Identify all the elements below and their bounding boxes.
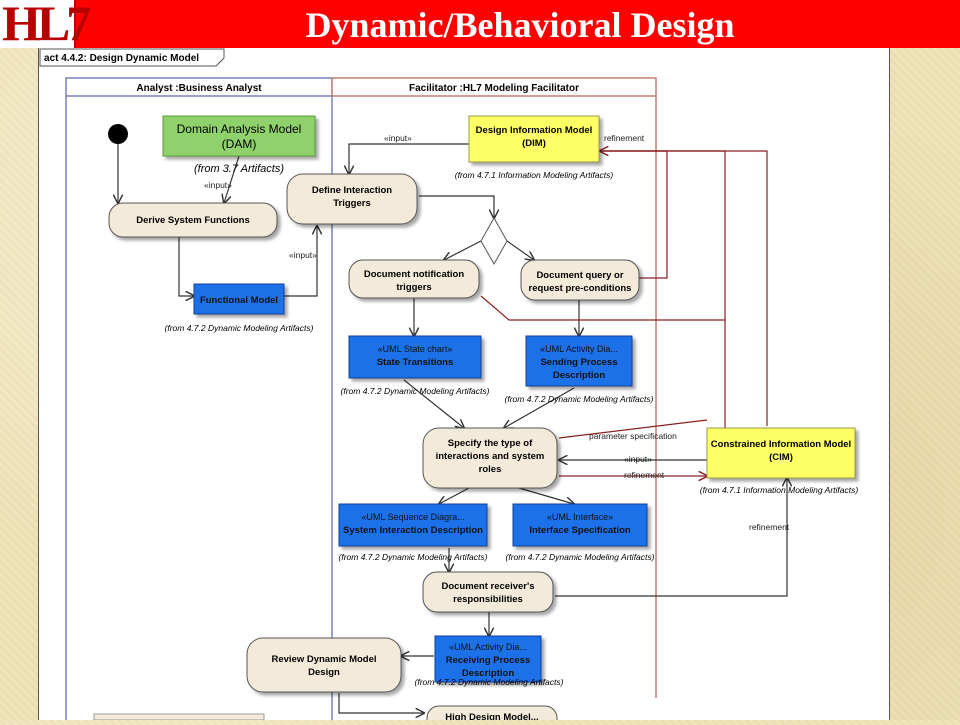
label-input-dam: «input» <box>204 180 232 190</box>
label-refinement-dim: refinement <box>604 133 645 143</box>
lane-analyst-label: Analyst :Business Analyst <box>136 83 262 94</box>
dim-label-1: Design Information Model <box>476 125 593 136</box>
iface-label-2: Interface Specification <box>529 525 631 536</box>
bottom-cut-label: High Design Model... <box>445 712 538 720</box>
iface-note: (from 4.7.2 Dynamic Modeling Artifacts) <box>506 552 655 562</box>
receiving-note: (from 4.7.2 Dynamic Modeling Artifacts) <box>415 677 564 687</box>
define-label-1: Define Interaction <box>312 185 392 196</box>
state-label-1: «UML State chart» <box>378 344 453 354</box>
connectors <box>118 143 787 713</box>
connector-labels: «input» «input» «input» refinement param… <box>204 133 790 532</box>
label-refinement-receiver: refinement <box>749 522 790 532</box>
sending-label-1: «UML Activity Dia... <box>540 344 618 354</box>
node-document-receiver-responsibilities[interactable]: Document receiver's responsibilities <box>422 571 554 613</box>
dam-title: Domain Analysis Model <box>177 122 302 136</box>
define-label-2: Triggers <box>333 198 371 209</box>
state-label-2: State Transitions <box>377 357 454 368</box>
dam-subtitle: (DAM) <box>222 137 257 151</box>
activity-diagram: act 4.4.2: Design Dynamic Model Analyst … <box>39 48 859 725</box>
node-sending-process-description[interactable]: «UML Activity Dia... Sending Process Des… <box>525 335 633 387</box>
node-interface-specification[interactable]: «UML Interface» Interface Specification <box>512 503 648 547</box>
notif-label-2: triggers <box>396 282 431 293</box>
receiver-label-2: responsibilities <box>453 594 523 605</box>
node-bottom-cut[interactable]: High Design Model... <box>426 705 558 725</box>
node-cim[interactable]: Constrained Information Model (CIM) <box>706 427 856 479</box>
bottom-cut-bar <box>93 713 265 721</box>
slide-title: Dynamic/Behavioral Design <box>305 5 735 45</box>
node-review-dynamic-model-design[interactable]: Review Dynamic Model Design <box>246 637 402 693</box>
sending-label-3: Description <box>553 370 605 381</box>
initial-node <box>108 124 128 144</box>
node-dim[interactable]: Design Information Model (DIM) <box>468 115 600 163</box>
frame-label-tab: act 4.4.2: Design Dynamic Model <box>39 48 225 67</box>
lane-facilitator: Facilitator :HL7 Modeling Facilitator <box>331 77 657 698</box>
query-label-2: request pre-conditions <box>529 283 632 294</box>
lane-facilitator-label: Facilitator :HL7 Modeling Facilitator <box>409 83 579 94</box>
specify-label-3: roles <box>479 464 502 475</box>
frame-label: act 4.4.2: Design Dynamic Model <box>44 53 199 64</box>
dim-label-2: (DIM) <box>522 138 546 149</box>
review-label-2: Design <box>308 667 340 678</box>
specify-label-2: interactions and system <box>436 451 545 462</box>
node-specify-interactions[interactable]: Specify the type of interactions and sys… <box>422 427 558 489</box>
label-input-dim: «input» <box>384 133 412 143</box>
seq-note: (from 4.7.2 Dynamic Modeling Artifacts) <box>339 552 488 562</box>
iface-label-1: «UML Interface» <box>547 512 613 522</box>
functional-model-note: (from 4.7.2 Dynamic Modeling Artifacts) <box>165 323 314 333</box>
label-parameter-spec: parameter specification <box>589 431 677 441</box>
specify-label-1: Specify the type of <box>448 438 533 449</box>
functional-model-label: Functional Model <box>200 295 278 306</box>
state-note: (from 4.7.2 Dynamic Modeling Artifacts) <box>341 386 490 396</box>
derive-label: Derive System Functions <box>136 215 250 226</box>
hl7-logo: HL7 <box>0 0 91 48</box>
review-label-1: Review Dynamic Model <box>271 654 376 665</box>
receiving-label-2: Receiving Process <box>446 655 531 666</box>
seq-label-1: «UML Sequence Diagra... <box>361 512 464 522</box>
receiving-label-1: «UML Activity Dia... <box>449 642 527 652</box>
node-state-transitions[interactable]: «UML State chart» State Transitions <box>348 335 482 379</box>
diagram-frame: act 4.4.2: Design Dynamic Model Analyst … <box>38 48 890 725</box>
node-document-query-preconditions[interactable]: Document query or request pre-conditions <box>520 259 640 301</box>
cim-note: (from 4.7.1 Information Modeling Artifac… <box>700 485 859 495</box>
dam-note: (from 3.7 Artifacts) <box>194 163 284 175</box>
sending-note: (from 4.7.2 Dynamic Modeling Artifacts) <box>505 394 654 404</box>
receiver-label-1: Document receiver's <box>441 581 534 592</box>
decision-node[interactable] <box>480 216 508 266</box>
label-input-cim: «input» <box>624 454 652 464</box>
node-receiving-process-description[interactable]: «UML Activity Dia... Receiving Process D… <box>434 635 542 683</box>
sending-label-2: Sending Process <box>540 357 617 368</box>
node-dam[interactable]: Domain Analysis Model (DAM) <box>162 115 316 157</box>
node-define-interaction-triggers[interactable]: Define Interaction Triggers <box>286 173 418 225</box>
label-input-functional: «input» <box>289 250 317 260</box>
title-banner: HL7 Dynamic/Behavioral Design <box>0 0 960 48</box>
seq-label-2: System Interaction Description <box>343 525 483 536</box>
node-functional-model[interactable]: Functional Model <box>193 283 285 315</box>
hl7-logo-text: HL7 <box>2 0 91 51</box>
query-label-1: Document query or <box>536 270 623 281</box>
receiving-label-3: Description <box>462 668 514 679</box>
notif-label-1: Document notification <box>364 269 464 280</box>
node-document-notification-triggers[interactable]: Document notification triggers <box>348 259 480 299</box>
lane-analyst: Analyst :Business Analyst <box>65 77 333 720</box>
cim-label-2: (CIM) <box>769 452 793 463</box>
dim-note: (from 4.7.1 Information Modeling Artifac… <box>455 170 614 180</box>
label-refinement-cim: refinement <box>624 470 665 480</box>
node-system-interaction-description[interactable]: «UML Sequence Diagra... System Interacti… <box>338 503 488 547</box>
cim-label-1: Constrained Information Model <box>711 439 851 450</box>
node-derive-system-functions[interactable]: Derive System Functions <box>108 202 278 238</box>
